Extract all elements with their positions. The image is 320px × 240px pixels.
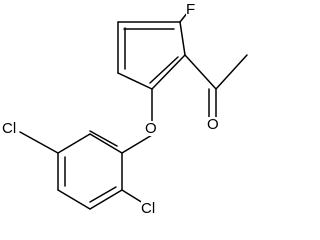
chlorine-bottom-label: Cl	[141, 200, 156, 217]
bond-upper-ring-2	[179, 21, 186, 56]
bond-lower-ring-5-inner	[89, 186, 117, 203]
bond-c-cl-left	[19, 131, 59, 154]
bond-upper-ring-4	[117, 72, 153, 90]
bond-upper-ring-3-inner	[149, 56, 179, 84]
bond-lower-ring-5	[89, 189, 123, 210]
bond-carbonyl-methyl	[215, 54, 248, 90]
bond-lower-ring-1-inner	[89, 130, 118, 147]
chemical-structure-diagram: F O O Cl Cl	[2, 1, 248, 217]
bond-lower-ring-2	[57, 133, 91, 154]
chlorine-left-label: Cl	[2, 120, 17, 137]
bond-lower-ring-1	[89, 133, 123, 154]
bond-c-cl-bottom	[121, 189, 144, 204]
structure-bonds	[19, 11, 248, 210]
bond-ether-o-lower-ring	[121, 134, 153, 154]
fluorine-atom-label: F	[186, 1, 196, 18]
bond-lower-ring-4	[57, 189, 91, 210]
bond-upper-ring-3	[151, 54, 186, 90]
bond-ring-carbonyl	[184, 54, 217, 90]
carbonyl-oxygen-label: O	[207, 116, 219, 133]
ether-oxygen-label: O	[145, 120, 157, 137]
